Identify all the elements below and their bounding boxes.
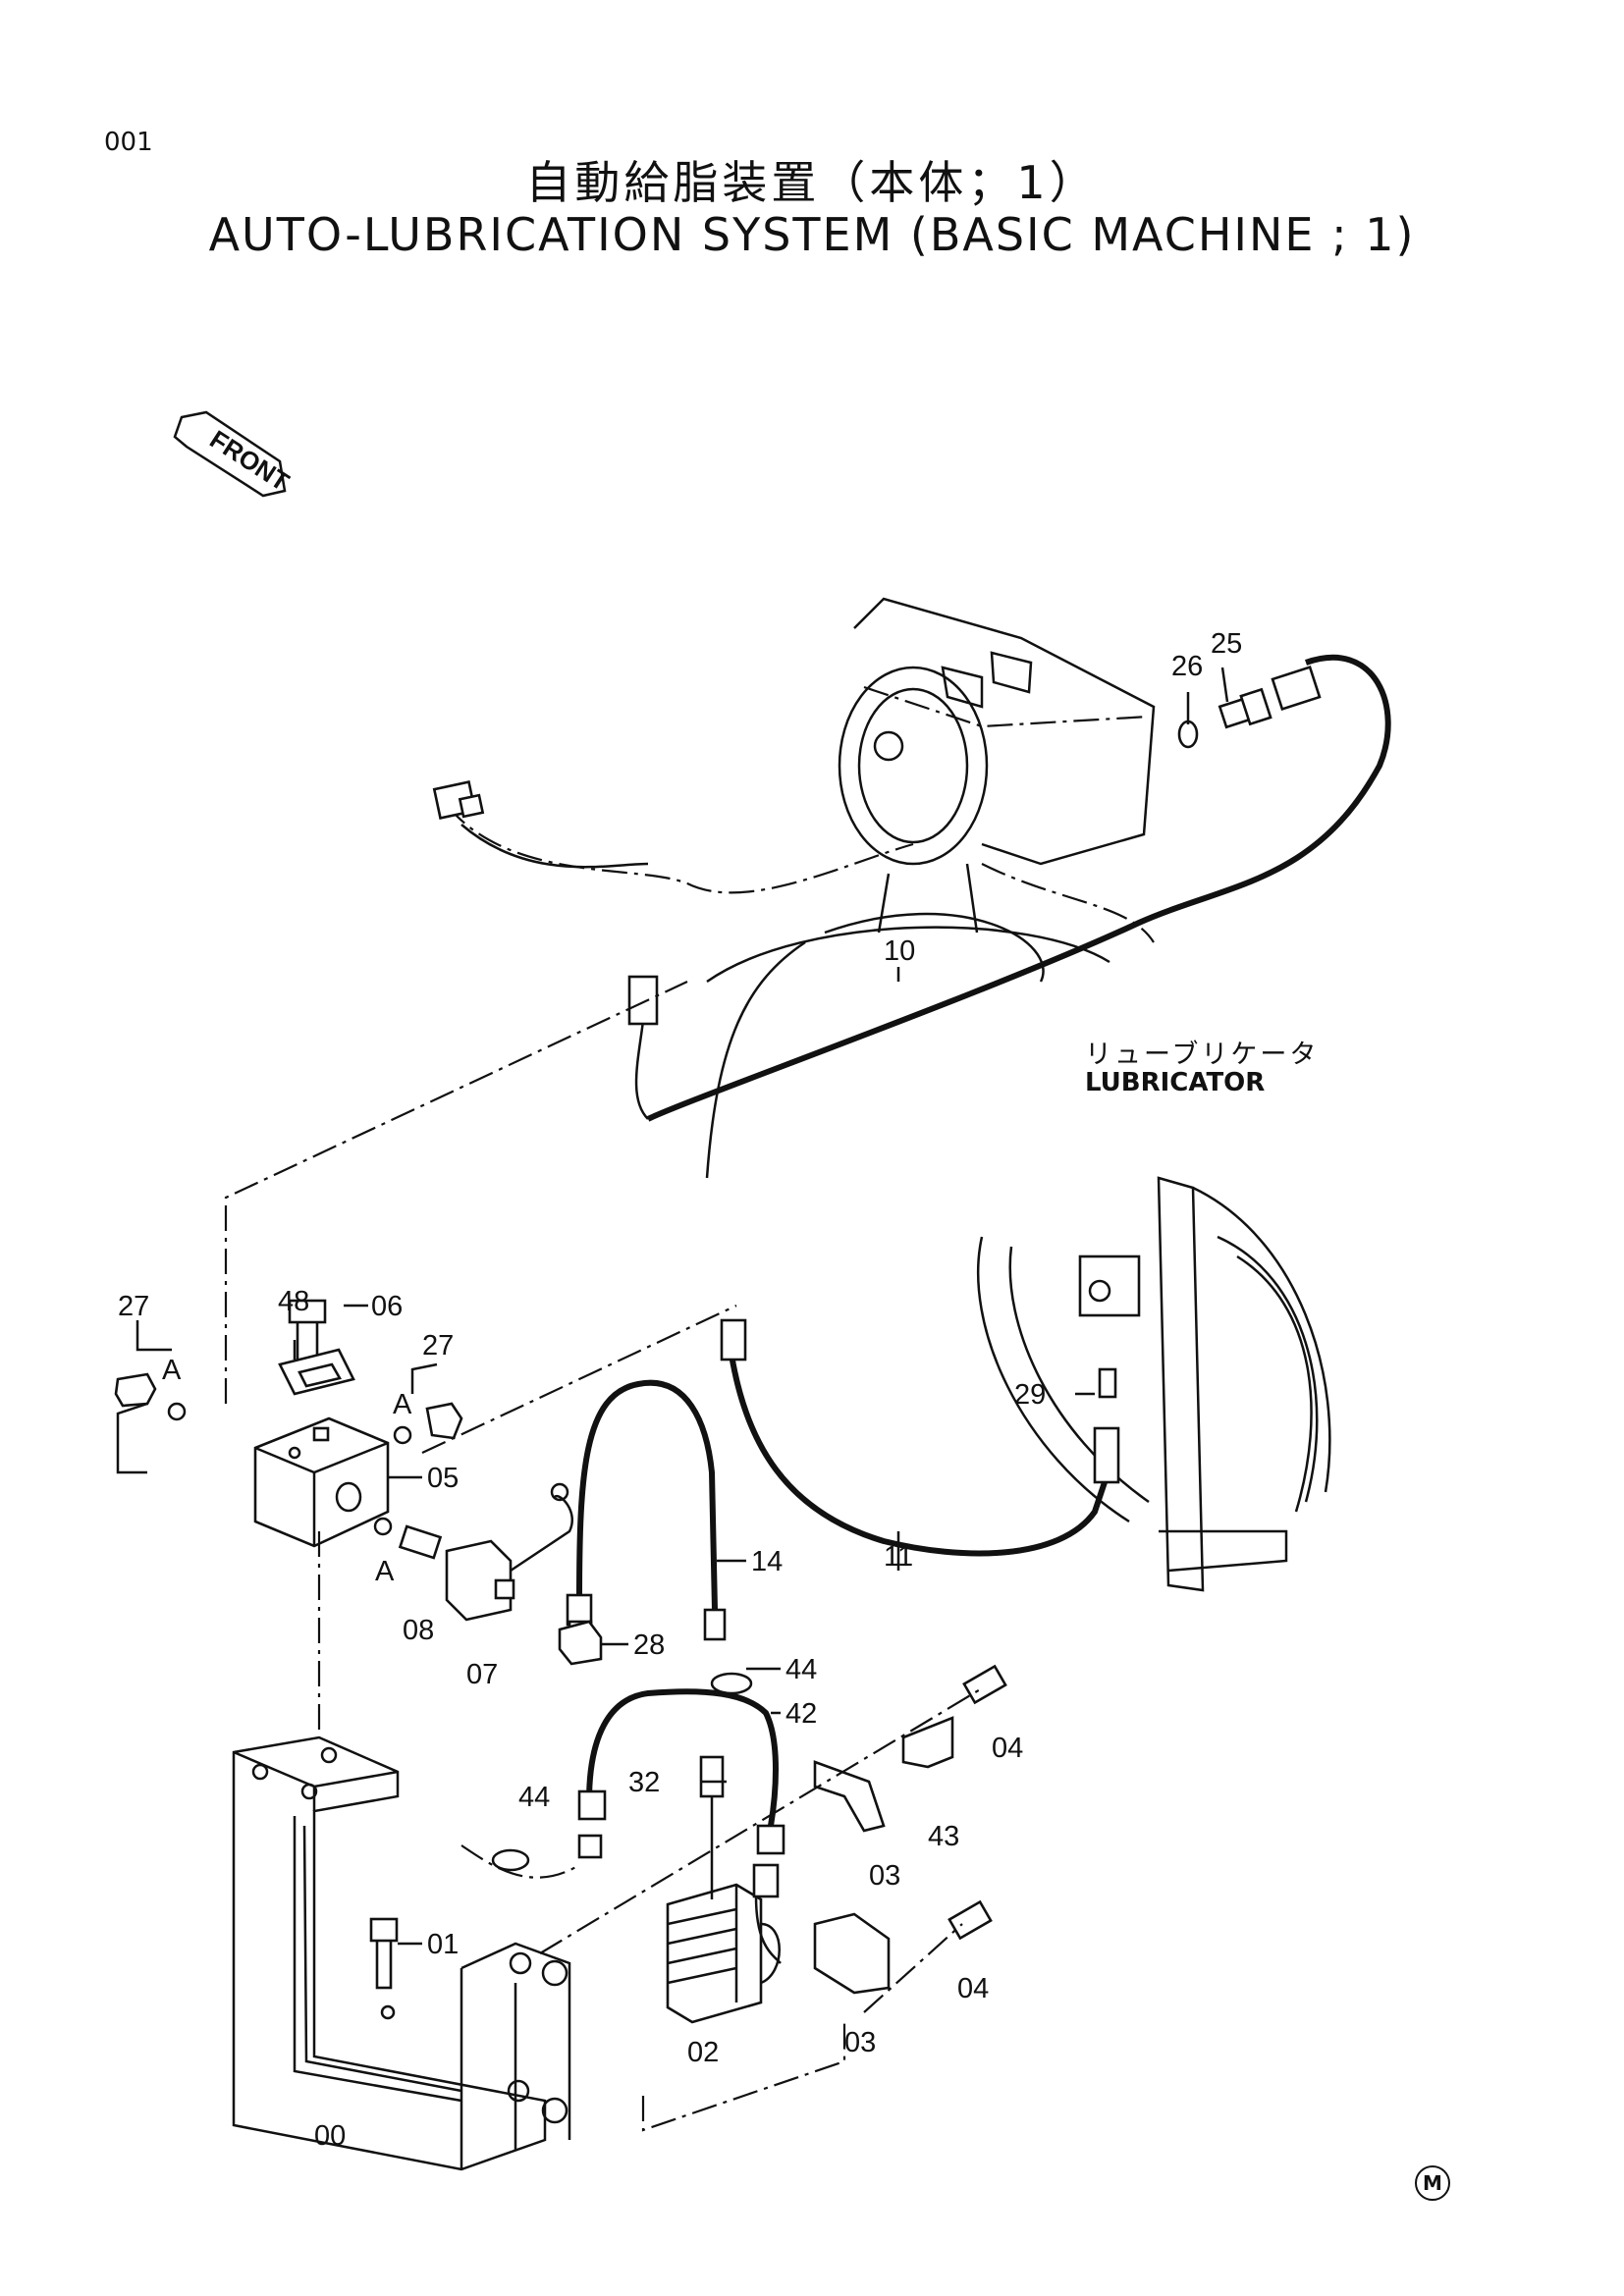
callout-44-top: 44 bbox=[785, 1654, 817, 1685]
clamp-44-top bbox=[710, 1672, 753, 1695]
hose-11 bbox=[729, 1354, 1108, 1557]
fitting-10-end bbox=[627, 975, 659, 1026]
callout-27-right: 27 bbox=[422, 1330, 454, 1362]
callout-02: 02 bbox=[687, 2037, 719, 2068]
o-ring-a-bottom bbox=[373, 1517, 393, 1536]
fitting-32 bbox=[699, 1755, 725, 1798]
swing-bearing-assembly bbox=[432, 597, 1156, 1179]
callout-25: 25 bbox=[1211, 628, 1242, 660]
block-05 bbox=[253, 1416, 390, 1548]
callout-07: 07 bbox=[466, 1659, 498, 1690]
callout-26: 26 bbox=[1171, 651, 1203, 682]
o-ring-a-right bbox=[393, 1425, 412, 1445]
callout-05: 05 bbox=[427, 1463, 459, 1494]
fitting-08 bbox=[398, 1524, 443, 1560]
clamp-44-left bbox=[491, 1848, 530, 1872]
callout-42: 42 bbox=[785, 1698, 817, 1730]
bracket-43 bbox=[901, 1716, 954, 1769]
callout-00: 00 bbox=[314, 2120, 346, 2152]
fitting-11-end bbox=[1093, 1426, 1120, 1484]
front-arrow-icon: FRONT bbox=[173, 410, 295, 498]
title-japanese: 自動給脂装置（本体；1） bbox=[525, 156, 1099, 209]
title-english: AUTO-LUBRICATION SYSTEM (BASIC MACHINE ;… bbox=[208, 208, 1416, 261]
callout-27-left: 27 bbox=[118, 1291, 149, 1322]
callout-01: 01 bbox=[427, 1929, 459, 1960]
callout-14: 14 bbox=[751, 1546, 783, 1577]
callout-28: 28 bbox=[633, 1629, 665, 1661]
lubricator-label-japanese: リューブリケータ bbox=[1085, 1040, 1320, 1070]
callout-a-left: A bbox=[162, 1355, 182, 1386]
connector-44-left bbox=[577, 1789, 607, 1821]
callout-06: 06 bbox=[371, 1291, 403, 1322]
lubricator-label-english: LUBRICATOR bbox=[1085, 1068, 1266, 1097]
fitting-11-top bbox=[720, 1318, 747, 1362]
callout-11: 11 bbox=[884, 1541, 913, 1573]
callout-04-upper: 04 bbox=[992, 1733, 1023, 1764]
o-ring-26 bbox=[1177, 720, 1199, 749]
callout-a-bottom: A bbox=[375, 1556, 395, 1587]
m-mark: M bbox=[1415, 2165, 1450, 2201]
bracket-00 bbox=[232, 1735, 571, 2171]
callout-10: 10 bbox=[884, 935, 915, 967]
callout-08: 08 bbox=[403, 1615, 434, 1646]
callout-a-right: A bbox=[393, 1389, 412, 1420]
valve-07 bbox=[445, 1482, 573, 1622]
callout-43: 43 bbox=[928, 1821, 959, 1852]
page-number: 001 bbox=[104, 128, 153, 157]
callout-04-lower: 04 bbox=[957, 1973, 989, 2004]
hose-10 bbox=[646, 654, 1391, 1122]
phantom-line bbox=[224, 981, 688, 1404]
elbow-27-right bbox=[425, 1402, 463, 1440]
bolt-01 bbox=[375, 1937, 393, 1990]
harness-42 bbox=[586, 1688, 779, 1827]
bolt-04-lower bbox=[947, 1899, 993, 1941]
callout-32: 32 bbox=[628, 1767, 660, 1798]
callout-48: 48 bbox=[278, 1286, 309, 1317]
callout-44-left: 44 bbox=[518, 1782, 550, 1813]
callout-labels: 00 01 02 03 03 04 04 05 06 07 08 10 11 1… bbox=[118, 628, 1242, 2152]
elbow-27-left bbox=[114, 1372, 157, 1408]
hose-14 bbox=[576, 1379, 718, 1611]
bolt-04-upper bbox=[962, 1664, 1007, 1705]
elbow-28 bbox=[558, 1620, 603, 1666]
callout-03-upper: 03 bbox=[869, 1860, 900, 1892]
distributor-02 bbox=[666, 1883, 781, 2024]
fitting-25 bbox=[1218, 665, 1322, 729]
callout-03-lower: 03 bbox=[844, 2027, 876, 2058]
callout-29: 29 bbox=[1014, 1379, 1046, 1411]
grease-nipple-29 bbox=[1098, 1367, 1117, 1399]
bracket-03-lower bbox=[813, 1912, 891, 1995]
leader-lines bbox=[293, 667, 1229, 1946]
bracket-03-upper bbox=[813, 1760, 886, 1833]
swing-circle-section bbox=[977, 1176, 1331, 1592]
o-ring-a-left bbox=[167, 1402, 187, 1421]
